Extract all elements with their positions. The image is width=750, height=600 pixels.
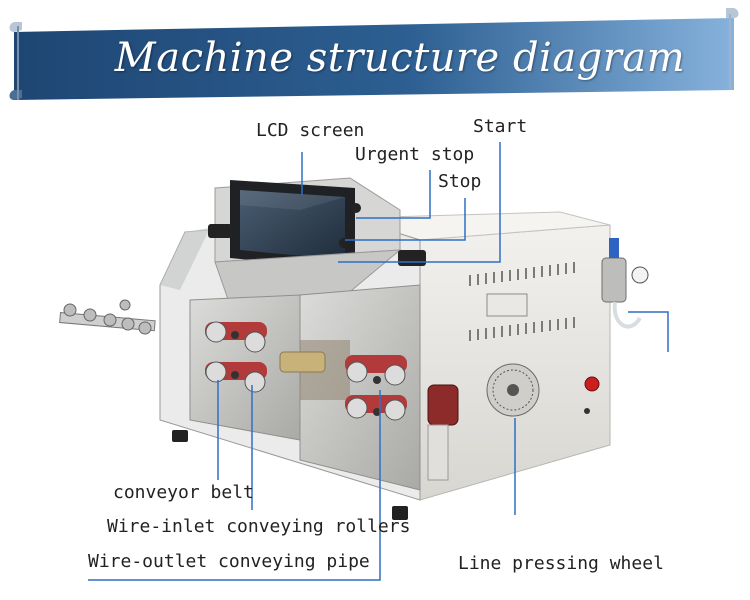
callout-line-pressing-wheel: Line pressing wheel <box>458 553 664 574</box>
callout-conveyor-belt: conveyor belt <box>113 482 254 503</box>
banner-scroll-shape <box>9 8 739 100</box>
callout-urgent-stop: Urgent stop <box>355 144 475 165</box>
callout-start: Start <box>473 116 528 137</box>
title-banner: Machine structure diagram <box>0 0 750 110</box>
callout-stop: Stop <box>438 171 482 192</box>
callout-lcd-screen: LCD screen <box>256 120 365 141</box>
callout-wire-inlet-rollers: Wire-inlet conveying rollers <box>107 516 411 537</box>
inlet-pipes <box>59 299 156 335</box>
page-title: Machine structure diagram <box>114 35 686 81</box>
callout-wire-outlet-pipe: Wire-outlet conveying pipe <box>88 551 370 572</box>
inner-panel <box>189 284 421 491</box>
